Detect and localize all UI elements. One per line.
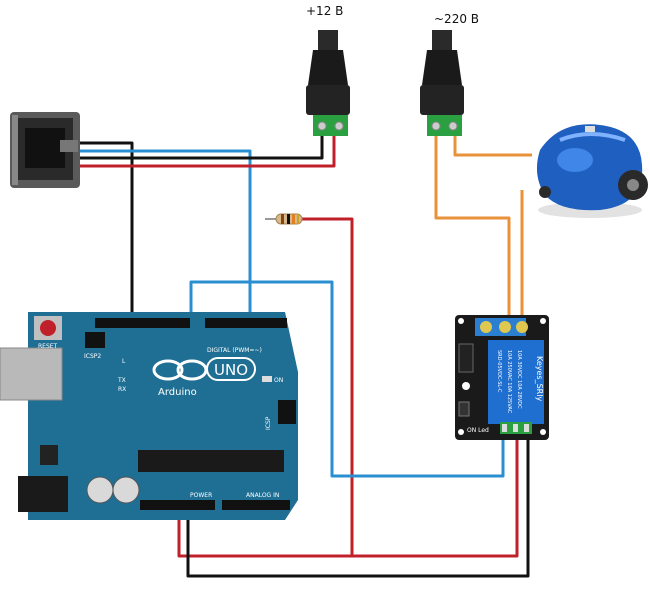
label-220v: ~220 В [434,12,480,26]
wire-12v-negative [80,135,324,160]
wire-pin-to-relay-in [189,280,505,478]
reset-label: RESET [38,343,58,350]
wire-220-to-vacuum [453,136,532,157]
led-l-label: L [122,358,126,365]
vacuum-cleaner [536,124,648,218]
wire-220-to-relay [434,136,511,325]
icsp2-label: ICSP2 [84,353,101,360]
led-rx-label: RX [118,386,126,393]
icsp-label: ICSP [265,416,272,430]
wire-gnd-to-relay [186,432,530,578]
wire-sensor-signal [80,149,252,318]
wire-sensor-gnd [80,141,134,328]
relay-name-label: Keyes_SRly [535,356,544,401]
led-tx-label: TX [117,377,126,384]
relay-module: SRD-05VDC-SL-C 10A 250VAC 10A 125VAC 10A… [455,315,549,440]
ir-sensor [10,112,80,188]
wire-resistor-red [302,217,354,556]
analog-label: ANALOG IN [246,492,279,499]
digital-label: DIGITAL (PWM=~) [207,347,262,354]
relay-part-label: SRD-05VDC-SL-C [496,350,502,393]
power-label: POWER [190,492,212,499]
dc-jack-220v [420,30,464,136]
wire-5v-to-relay [177,432,519,558]
relay-rating-1: 10A 250VAC 10A 125VAC [506,350,512,414]
relay-rating-2: 10A 30VDC 10A 28VDC [516,350,522,409]
arduino-logo-text: Arduino [158,387,197,398]
arduino-model-text: UNO [214,361,248,379]
wires [80,135,532,578]
dc-jack-12v [306,30,350,136]
resistor [265,213,303,225]
led-on-label: ON [274,377,283,384]
wire-12v-positive [80,135,336,168]
relay-on-led-label: ON Led [467,427,489,434]
arduino-uno: RESET DIGITAL (PWM=~) ICSP2 Arduino UNO … [0,312,298,520]
label-12v: +12 В [306,4,344,18]
